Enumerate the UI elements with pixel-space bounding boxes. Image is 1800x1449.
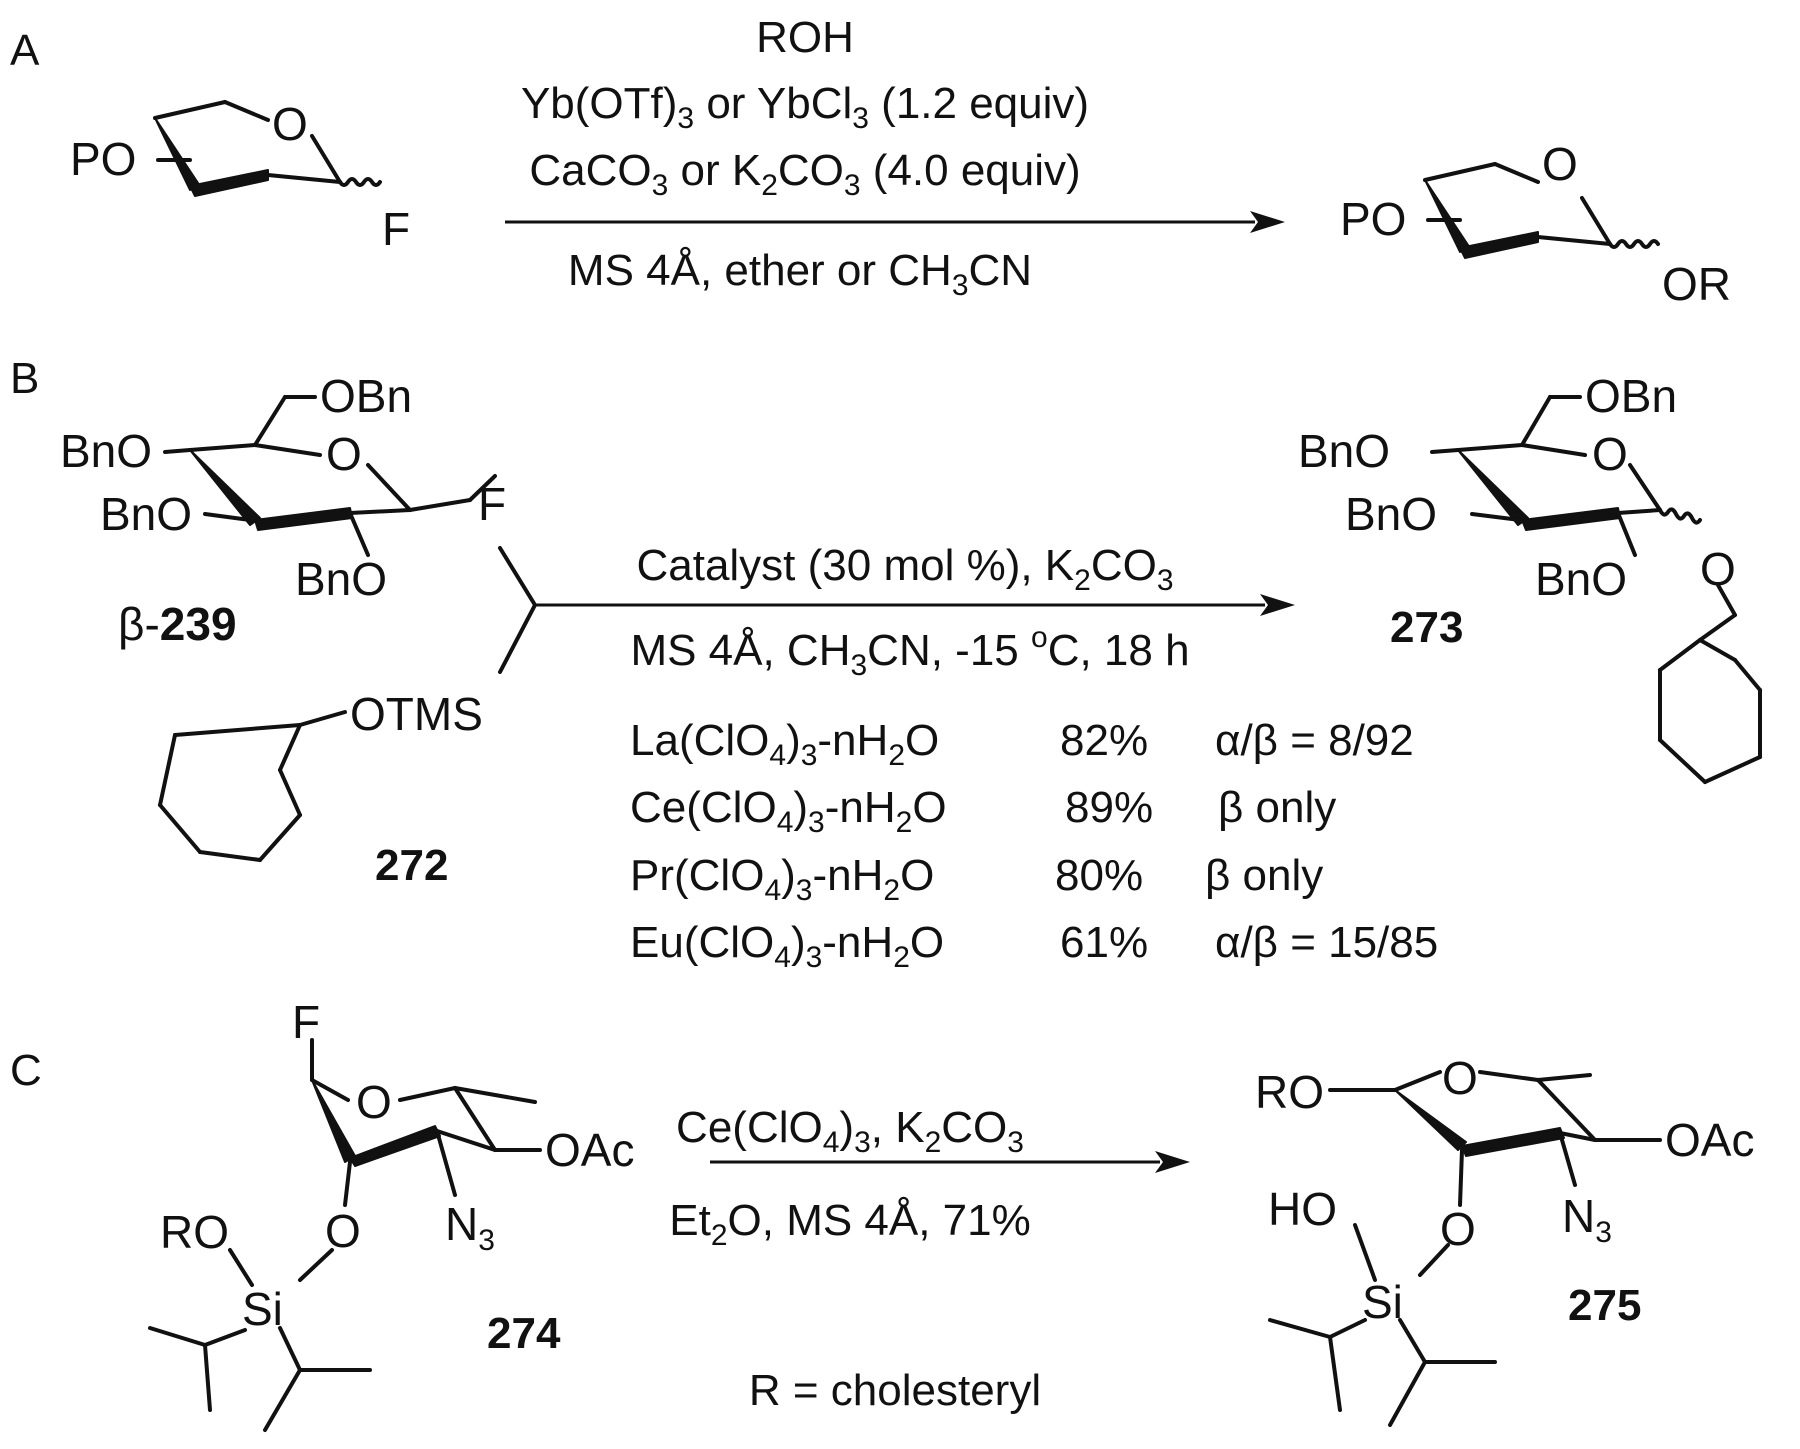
- product-c-oac: OAc: [1665, 1114, 1754, 1166]
- catalyst-formula: Eu(ClO4)3-nH2O: [630, 918, 944, 974]
- catalyst-formula: La(ClO4)3-nH2O: [630, 716, 939, 772]
- reactant-c-silicon: Si: [242, 1283, 283, 1335]
- product-c-silicon: Si: [1362, 1276, 1403, 1328]
- product-a-ring-oxygen: O: [1542, 138, 1578, 190]
- reactant-b-ring-oxygen: O: [326, 428, 362, 480]
- nucleophile-272: OTMS 272: [158, 688, 483, 890]
- catalyst-table: La(ClO4)3-nH2O 82% α/β = 8/92 Ce(ClO4)3-…: [630, 716, 1438, 974]
- reactant-b-bno-1: BnO: [60, 425, 152, 477]
- product-b-bno-1: BnO: [1298, 425, 1390, 477]
- catalyst-yield: 61%: [1060, 918, 1148, 967]
- conditions-a-line3: CaCO3 or K2CO3 (4.0 equiv): [529, 146, 1080, 202]
- reactant-b-label: β-239: [118, 598, 237, 650]
- reactant-a-fluorine: F: [382, 203, 410, 255]
- reactant-a-ring-oxygen: O: [272, 98, 308, 150]
- nucleophile-otms: OTMS: [350, 688, 483, 740]
- reactant-a-glycosyl-fluoride: PO O F: [70, 98, 410, 255]
- product-b-ring-oxygen: O: [1592, 428, 1628, 480]
- conditions-a-line4: MS 4Å, ether or CH3CN: [568, 246, 1032, 302]
- panel-label-c: C: [10, 1046, 42, 1095]
- product-c-azide: N3: [1562, 1190, 1612, 1249]
- nucleophile-label: 272: [375, 841, 448, 890]
- catalyst-row: Eu(ClO4)3-nH2O 61% α/β = 15/85: [630, 918, 1438, 974]
- catalyst-selectivity: α/β = 8/92: [1215, 716, 1414, 765]
- product-c-silanol-275: RO O OAc N3 HO O Si 275: [1255, 1052, 1754, 1427]
- product-c-ro: RO: [1255, 1066, 1324, 1118]
- catalyst-yield: 89%: [1065, 783, 1153, 832]
- conditions-a-line2: Yb(OTf)3 or YbCl3 (1.2 equiv): [521, 79, 1089, 135]
- catalyst-formula: Pr(ClO4)3-nH2O: [630, 851, 934, 907]
- product-a-glycoside: PO O OR: [1340, 138, 1731, 310]
- r-definition: R = cholesteryl: [749, 1366, 1041, 1415]
- panel-label-b: B: [10, 354, 39, 403]
- reactant-b-bno-2: BnO: [100, 488, 192, 540]
- catalyst-yield: 82%: [1060, 716, 1148, 765]
- product-b-bno-3: BnO: [1535, 553, 1627, 605]
- reactant-c-label: 274: [487, 1309, 561, 1358]
- catalyst-yield: 80%: [1055, 851, 1143, 900]
- reactant-b-fluorine: F: [478, 478, 506, 530]
- product-a-po: PO: [1340, 193, 1406, 245]
- product-c-ring-oxygen: O: [1442, 1052, 1478, 1104]
- catalyst-selectivity: β only: [1205, 851, 1323, 900]
- reactant-a-po: PO: [70, 133, 136, 185]
- conditions-b-line2: MS 4Å, CH3CN, -15 oC, 18 h: [630, 621, 1189, 682]
- reactant-c-fluorine: F: [292, 996, 320, 1048]
- catalyst-row: Ce(ClO4)3-nH2O 89% β only: [630, 783, 1336, 839]
- conditions-b: Catalyst (30 mol %), K2CO3 MS 4Å, CH3CN,…: [498, 541, 1295, 682]
- product-b-label: 273: [1390, 603, 1463, 652]
- reactant-b-bno-3: BnO: [295, 553, 387, 605]
- conditions-c: Ce(ClO4)3, K2CO3 Et2O, MS 4Å, 71% R = ch…: [669, 1103, 1190, 1415]
- product-c-silyl-oxygen: O: [1440, 1203, 1476, 1255]
- reactant-b-glycosyl-fluoride: OBn O BnO BnO BnO F β-239: [60, 370, 506, 650]
- catalyst-row: Pr(ClO4)3-nH2O 80% β only: [630, 851, 1323, 907]
- product-b-glycoside-273: OBn O BnO BnO BnO O 273: [1298, 370, 1762, 784]
- product-b-linking-oxygen: O: [1700, 543, 1736, 595]
- reactant-c-ro: RO: [160, 1206, 229, 1258]
- catalyst-formula: Ce(ClO4)3-nH2O: [630, 783, 947, 839]
- reactant-c-glycosyl-fluoride-274: F O OAc N3 RO O Si 274: [148, 996, 634, 1432]
- catalyst-selectivity: β only: [1218, 783, 1336, 832]
- conditions-a: ROH Yb(OTf)3 or YbCl3 (1.2 equiv) CaCO3 …: [505, 13, 1285, 302]
- conditions-b-line1: Catalyst (30 mol %), K2CO3: [636, 541, 1173, 597]
- product-c-label: 275: [1568, 1281, 1641, 1330]
- reactant-c-azide: N3: [445, 1198, 495, 1257]
- reactant-c-oac: OAc: [545, 1124, 634, 1176]
- catalyst-row: La(ClO4)3-nH2O 82% α/β = 8/92: [630, 716, 1414, 772]
- product-c-ho: HO: [1268, 1183, 1337, 1235]
- panel-label-a: A: [10, 26, 40, 75]
- conditions-c-line1: Ce(ClO4)3, K2CO3: [676, 1103, 1024, 1159]
- reactant-c-ring-oxygen: O: [356, 1076, 392, 1128]
- conditions-a-line1: ROH: [756, 13, 854, 62]
- product-a-or: OR: [1662, 258, 1731, 310]
- conditions-c-line2: Et2O, MS 4Å, 71%: [669, 1196, 1031, 1252]
- product-b-obn-top: OBn: [1585, 370, 1677, 422]
- reactant-b-obn-top: OBn: [320, 370, 412, 422]
- product-b-bno-2: BnO: [1345, 488, 1437, 540]
- reactant-c-silyl-oxygen: O: [325, 1205, 361, 1257]
- catalyst-selectivity: α/β = 15/85: [1215, 918, 1438, 967]
